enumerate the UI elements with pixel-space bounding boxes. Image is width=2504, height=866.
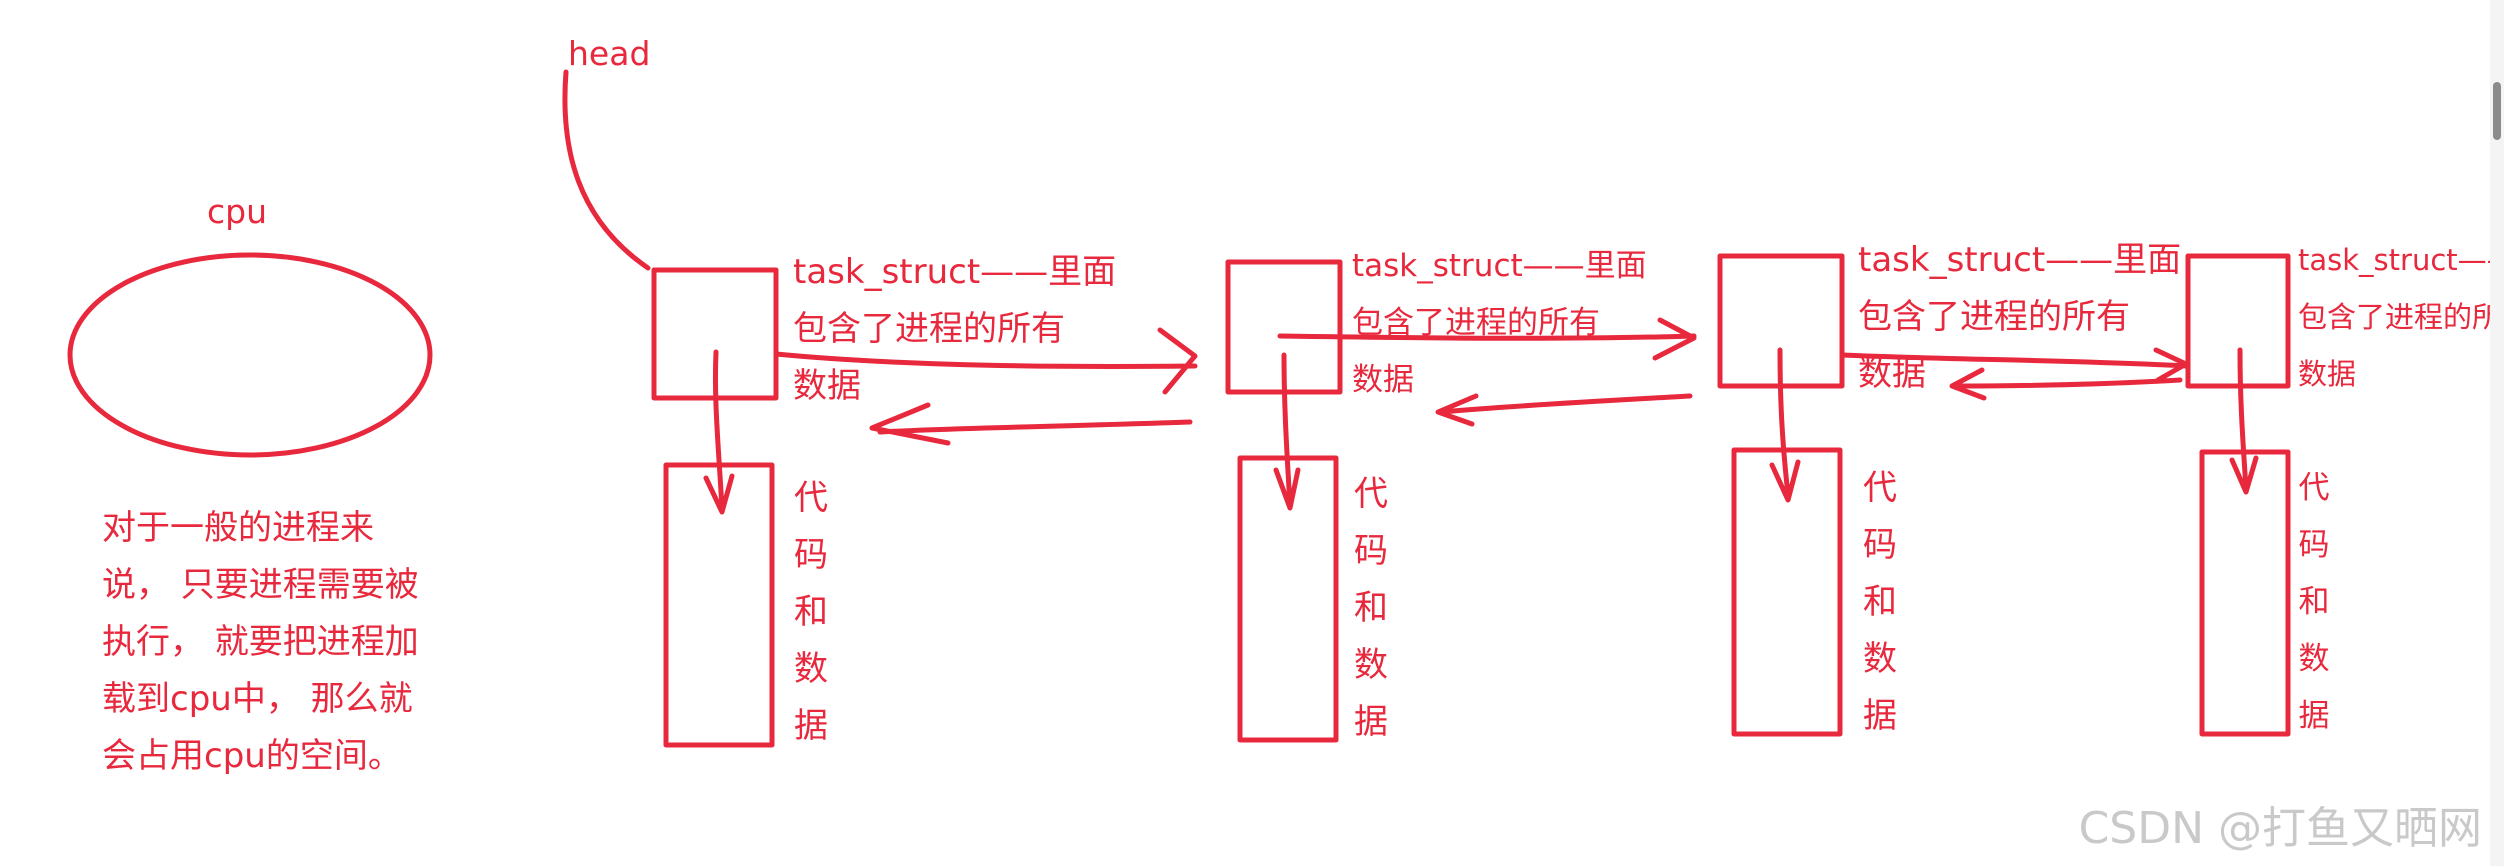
vertical-scrollbar[interactable] (2490, 0, 2504, 866)
next-arrow-1-head (1157, 327, 1198, 395)
task-line: 数据 (793, 366, 861, 406)
task-line: task_struct——里面 (1858, 240, 2182, 280)
code-data-box-3 (1731, 447, 1843, 737)
code-char: 数 (1863, 639, 1897, 679)
description-text: 对于一般的进程来 说， 只要进程需要被 执行， 就要把进程加 载到cpu中， 那… (102, 508, 419, 776)
task-line: 数据 (2298, 357, 2357, 391)
code-char: 代 (1863, 468, 1897, 508)
prev-arrow-1-head (869, 402, 951, 446)
prev-arrow-2-head (1435, 393, 1479, 427)
task-line: 包含了进程的所有 (1352, 305, 1600, 341)
cpu-label: cpu (207, 192, 268, 231)
code-data-text-3: 代 码 和 数 据 (1860, 460, 1900, 745)
code-data-box-4 (2199, 449, 2291, 737)
down-arrow-2 (1273, 352, 1301, 511)
code-data-text-2: 代 码 和 数 据 (1351, 466, 1391, 751)
code-char: 据 (1354, 702, 1388, 742)
prev-arrow-1 (877, 419, 1193, 435)
down-arrow-4 (2229, 347, 2259, 495)
code-char: 码 (1354, 531, 1388, 571)
cpu-ellipse (67, 252, 433, 458)
head-label: head (568, 34, 651, 73)
task-line: task_struct——里面 (1352, 248, 1647, 284)
task-line: 数据 (1352, 362, 1414, 398)
scrollbar-thumb[interactable] (2493, 82, 2501, 140)
code-char: 和 (794, 592, 828, 632)
code-data-text-4: 代 码 和 数 据 (2294, 460, 2334, 745)
code-char: 数 (794, 649, 828, 689)
down-arrow-1 (703, 349, 735, 515)
code-char: 数 (1354, 645, 1388, 685)
next-arrow-3 (1839, 352, 2189, 369)
code-char: 码 (2298, 527, 2330, 563)
task-line: task_struct——里面 (793, 252, 1117, 292)
code-char: 码 (794, 535, 828, 575)
code-char: 码 (1863, 525, 1897, 565)
task-line: task_struct——里面 (2298, 243, 2490, 277)
code-data-text-1: 代 码 和 数 据 (791, 470, 831, 755)
task-struct-box-4 (2185, 253, 2291, 389)
task-line: 包含了进程的所有 (793, 309, 1065, 349)
next-arrow-1 (773, 351, 1198, 369)
prev-arrow-3-head (1949, 367, 1987, 401)
next-arrow-2 (1277, 333, 1697, 341)
task-struct-text-1: task_struct——里面 包含了进程的所有 数据 (793, 244, 1116, 415)
next-arrow-3-head (2153, 347, 2189, 383)
task-struct-text-2: task_struct——里面 包含了进程的所有 数据 (1352, 238, 1647, 409)
watermark: CSDN @打鱼又晒网 (2078, 803, 2482, 854)
task-struct-text-3: task_struct——里面 包含了进程的所有 数据 (1858, 232, 2181, 403)
code-char: 和 (1863, 582, 1897, 622)
prev-arrow-2 (1439, 393, 1693, 415)
head-pointer-line (562, 69, 651, 271)
code-char: 和 (2298, 584, 2330, 620)
code-char: 数 (2298, 641, 2330, 677)
task-line: 数据 (1858, 354, 1926, 394)
prev-arrow-3 (1952, 377, 2183, 389)
down-arrow-3 (1769, 347, 1801, 503)
next-arrow-2-head (1652, 317, 1697, 361)
code-char: 据 (2298, 698, 2330, 734)
code-char: 代 (2298, 470, 2330, 506)
task-line: 包含了进程的所有 (1858, 297, 2130, 337)
code-char: 据 (794, 706, 828, 746)
code-char: 据 (1863, 696, 1897, 736)
code-char: 代 (794, 478, 828, 518)
code-char: 代 (1354, 474, 1388, 514)
task-struct-text-4: task_struct——里面 包含了进程的所有 数据 (2298, 232, 2490, 403)
code-char: 和 (1354, 588, 1388, 628)
task-line: 包含了进程的所有 (2298, 300, 2490, 334)
